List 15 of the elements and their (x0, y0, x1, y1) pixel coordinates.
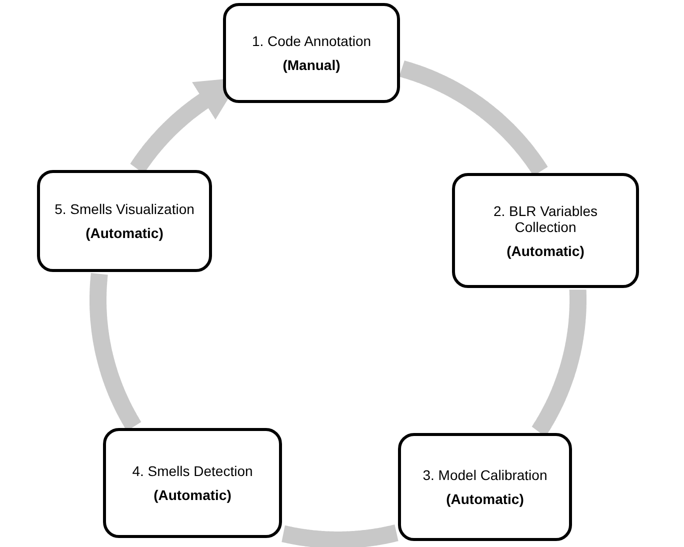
process-box (37, 170, 212, 272)
step-title: 2. BLR Variables Collection (492, 202, 598, 234)
process-box (223, 3, 400, 103)
step-mode: (Manual) (282, 57, 340, 73)
step-title: 3. Model Calibration (422, 467, 548, 483)
process-box (398, 433, 572, 541)
step-mode: (Automatic) (446, 491, 524, 507)
step-mode: (Automatic) (154, 487, 232, 503)
step-title: 5. Smells Visualization (54, 201, 194, 217)
process-box (103, 428, 282, 538)
step-title: 4. Smells Detection (132, 463, 253, 479)
step-mode: (Automatic) (86, 225, 164, 241)
step-mode: (Automatic) (506, 242, 584, 258)
step-title: 1. Code Annotation (252, 33, 372, 49)
process-box (452, 173, 639, 288)
